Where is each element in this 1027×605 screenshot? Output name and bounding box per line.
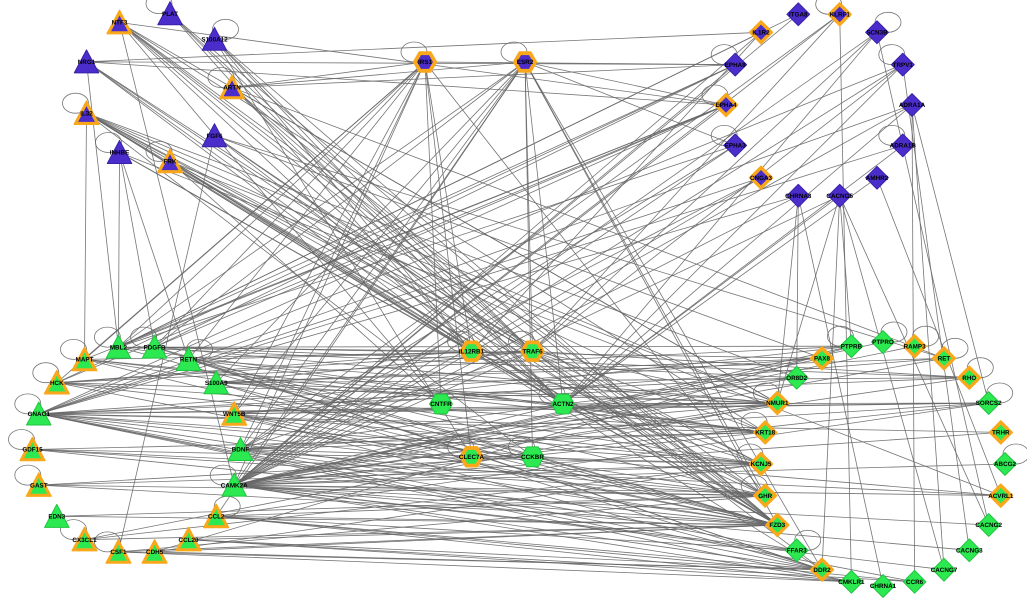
svg-text:GNAO1: GNAO1 (28, 411, 51, 418)
svg-text:ACTN2: ACTN2 (553, 401, 574, 408)
svg-text:KRT18: KRT18 (755, 430, 775, 437)
svg-text:RHO: RHO (962, 375, 976, 382)
svg-text:FRK: FRK (164, 159, 177, 166)
svg-text:ADRA1B: ADRA1B (890, 143, 917, 150)
svg-text:CCL2: CCL2 (208, 514, 225, 521)
svg-text:ABCG2: ABCG2 (994, 461, 1017, 468)
svg-text:CACNG5: CACNG5 (826, 193, 853, 200)
svg-text:IL1R2: IL1R2 (752, 30, 770, 37)
svg-text:CCL20: CCL20 (179, 537, 199, 544)
svg-text:PTPRO: PTPRO (872, 339, 894, 346)
svg-text:S100A9: S100A9 (205, 380, 228, 387)
svg-text:AMHR2: AMHR2 (866, 175, 889, 182)
svg-text:GDF15: GDF15 (22, 447, 43, 454)
svg-text:PAX8: PAX8 (814, 356, 830, 363)
svg-text:NRG1: NRG1 (78, 59, 96, 66)
svg-text:IL32: IL32 (80, 110, 93, 117)
svg-text:SCN3B: SCN3B (866, 30, 888, 37)
svg-text:INHBE: INHBE (110, 150, 130, 157)
svg-text:CHRNA1: CHRNA1 (870, 583, 897, 590)
svg-text:PDGFB: PDGFB (144, 344, 166, 351)
svg-text:ESR2: ESR2 (517, 59, 534, 66)
svg-text:PLAT: PLAT (162, 11, 178, 18)
svg-text:ACVRL1: ACVRL1 (988, 493, 1014, 500)
svg-text:FGF6: FGF6 (206, 133, 223, 140)
svg-text:KCNJ5: KCNJ5 (751, 461, 772, 468)
svg-text:IRS1: IRS1 (418, 59, 432, 66)
svg-text:MAPT: MAPT (76, 357, 94, 364)
svg-text:NMUR1: NMUR1 (766, 400, 789, 407)
svg-text:RETN: RETN (180, 357, 198, 364)
svg-text:TRPV1: TRPV1 (893, 62, 914, 69)
svg-text:MBL2: MBL2 (110, 344, 128, 351)
svg-text:TRHR: TRHR (992, 430, 1010, 437)
svg-text:RAMP3: RAMP3 (904, 343, 927, 350)
svg-text:GHR: GHR (758, 493, 772, 500)
svg-text:FZD3: FZD3 (769, 522, 785, 529)
svg-text:TRAF6: TRAF6 (522, 348, 543, 355)
svg-text:EPHA4: EPHA4 (716, 102, 737, 109)
svg-text:CLEC7A: CLEC7A (459, 454, 485, 461)
svg-text:EPHA8: EPHA8 (725, 62, 746, 69)
svg-text:CNTFR: CNTFR (430, 401, 452, 408)
svg-text:RET: RET (938, 356, 951, 363)
svg-text:OR8D2: OR8D2 (786, 375, 807, 382)
svg-text:EDN3: EDN3 (48, 514, 65, 521)
svg-text:GAST: GAST (30, 482, 48, 489)
svg-text:KLRF1: KLRF1 (830, 12, 851, 19)
svg-text:CACNG7: CACNG7 (931, 567, 958, 574)
svg-text:SORCS2: SORCS2 (976, 400, 1002, 407)
svg-text:HCK: HCK (50, 380, 64, 387)
svg-text:NTF3: NTF3 (112, 20, 128, 27)
svg-text:ARTN: ARTN (223, 85, 241, 92)
svg-text:EPHA3: EPHA3 (725, 143, 746, 150)
svg-text:CHRNA3: CHRNA3 (785, 193, 812, 200)
svg-text:WNT5B: WNT5B (223, 411, 246, 418)
svg-text:CX3CL1: CX3CL1 (72, 537, 97, 544)
svg-text:PTPRB: PTPRB (841, 343, 863, 350)
svg-text:CAMK2A: CAMK2A (221, 482, 248, 489)
svg-text:CCKBR: CCKBR (521, 454, 544, 461)
svg-text:IL12RB1: IL12RB1 (459, 348, 485, 355)
svg-text:CACNG2: CACNG2 (975, 522, 1002, 529)
svg-text:S100A12: S100A12 (201, 37, 228, 44)
svg-text:CMKLR1: CMKLR1 (838, 579, 865, 586)
svg-text:ADRA1A: ADRA1A (899, 102, 926, 109)
svg-text:CSF1: CSF1 (110, 549, 127, 556)
svg-text:FFAR3: FFAR3 (787, 548, 807, 555)
svg-text:CCR6: CCR6 (906, 579, 924, 586)
svg-text:CNGA3: CNGA3 (750, 175, 773, 182)
svg-text:ITGA8: ITGA8 (789, 12, 808, 19)
svg-text:DDR2: DDR2 (813, 567, 831, 574)
svg-text:CACNG3: CACNG3 (956, 548, 983, 555)
svg-text:BDNF: BDNF (232, 447, 250, 454)
svg-text:CDH5: CDH5 (146, 549, 164, 556)
